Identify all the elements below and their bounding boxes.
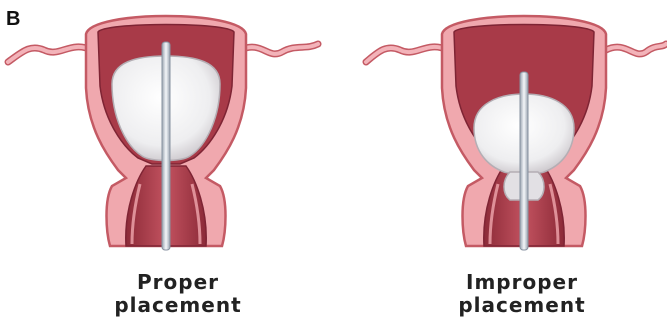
caption-proper-placement: Proper placement: [78, 271, 278, 317]
catheter-improper: [520, 72, 528, 250]
caption-line-2: placement: [422, 294, 622, 317]
catheter-proper: [162, 42, 170, 250]
caption-line-2: placement: [78, 294, 278, 317]
caption-improper-placement: Improper placement: [422, 271, 622, 317]
caption-line-1: Improper: [422, 271, 622, 294]
caption-line-1: Proper: [78, 271, 278, 294]
uterus-diagram-improper: [366, 16, 666, 250]
uterus-diagram-proper: [8, 16, 318, 250]
